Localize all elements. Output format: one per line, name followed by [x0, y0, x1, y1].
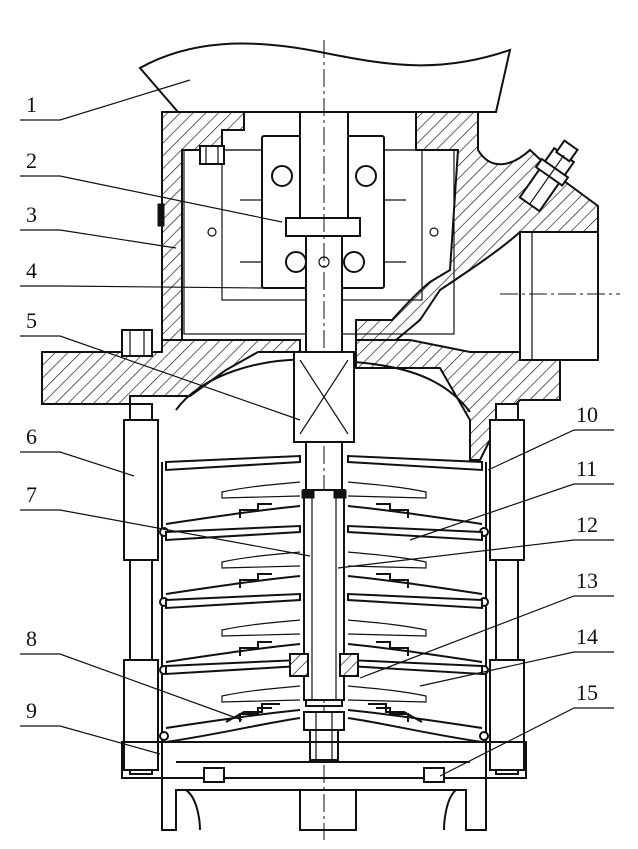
last-wear-ring-right [368, 703, 423, 723]
impeller-shroud-left [221, 685, 301, 703]
label-6: 6 [26, 424, 37, 449]
last-stage-left [165, 717, 301, 743]
shaft-nut [303, 711, 345, 761]
label-8: 8 [26, 626, 37, 651]
impeller-shroud-right [347, 551, 427, 569]
label-2: 2 [26, 148, 37, 173]
label-9: 9 [26, 698, 37, 723]
pump-base [121, 741, 527, 831]
impeller-shroud-right [347, 685, 427, 703]
wear-ring-left [239, 641, 272, 656]
wear-ring-right [376, 641, 409, 656]
impeller-shroud-left [221, 619, 301, 637]
diffuser-plate-left [165, 592, 301, 610]
diffuser-plate-right [347, 454, 483, 472]
housing-bolt [199, 145, 225, 165]
guide-vane-right [347, 505, 483, 525]
impeller-shroud-right [347, 619, 427, 637]
diffuser-plate-left [165, 524, 301, 542]
shaft-sleeve [301, 489, 347, 701]
guide-vane-right [347, 643, 483, 663]
part-labels: 1 2 3 4 5 6 7 8 9 10 11 12 13 14 15 [26, 92, 598, 723]
guide-vane-left [165, 709, 301, 729]
guide-vane-left [165, 643, 301, 663]
guide-vane-right [347, 709, 483, 729]
diffuser-plate-left [165, 658, 301, 676]
guide-vane-left [165, 505, 301, 525]
air-vent-valve [518, 139, 579, 213]
impeller-shroud-left [221, 551, 301, 569]
motor-body [138, 42, 512, 113]
diffuser-plate-left [165, 454, 301, 472]
guide-vane-right [347, 575, 483, 595]
label-1: 1 [26, 92, 37, 117]
label-12: 12 [576, 512, 598, 537]
impeller-shroud-left [221, 481, 301, 499]
sleeve-joint-right [479, 731, 489, 741]
label-7: 7 [26, 482, 37, 507]
diffuser-plate-right [347, 524, 483, 542]
label-11: 11 [576, 456, 597, 481]
wear-ring-right [376, 503, 409, 518]
wear-ring-left [239, 707, 272, 722]
label-10: 10 [576, 402, 598, 427]
last-stage-right [347, 717, 483, 743]
sleeve-joint-left [159, 731, 169, 741]
wear-ring-left [239, 573, 272, 588]
guide-vane-left [165, 575, 301, 595]
label-13: 13 [576, 568, 598, 593]
nameplate-tab [157, 203, 165, 227]
tie-bolt-head [121, 329, 153, 357]
diffuser-plate-right [347, 592, 483, 610]
label-14: 14 [576, 624, 598, 649]
mechanical-seal [293, 351, 355, 443]
wear-ring-right [376, 573, 409, 588]
bearing-bush [289, 653, 359, 677]
impeller-shroud-right [347, 481, 427, 499]
wear-ring-right [376, 707, 409, 722]
label-4: 4 [26, 258, 37, 283]
label-15: 15 [576, 680, 598, 705]
label-3: 3 [26, 202, 37, 227]
leader-lines [20, 79, 614, 777]
wear-ring-left [239, 503, 272, 518]
pump-stages [159, 454, 489, 743]
last-wear-ring-left [225, 703, 280, 723]
diffuser-plate-right [347, 658, 483, 676]
label-5: 5 [26, 308, 37, 333]
